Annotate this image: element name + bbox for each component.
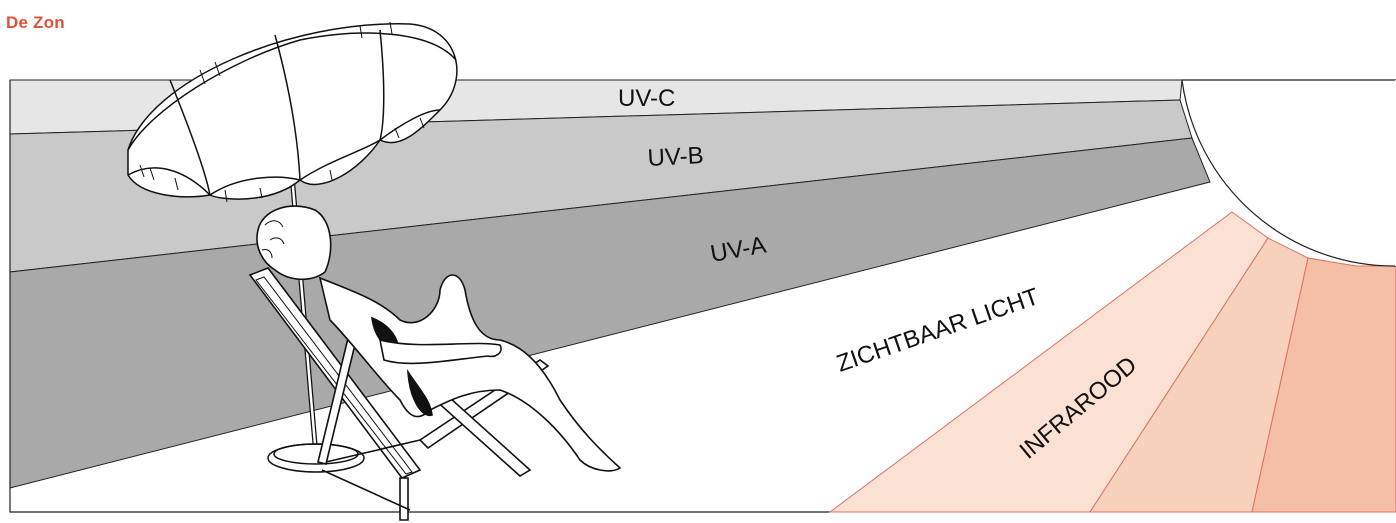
uv-b-label: UV-B <box>647 142 704 172</box>
woman-sunbathing-icon <box>248 205 622 521</box>
uv-c-label: UV-C <box>618 85 675 112</box>
visible-light-label: ZICHTBAAR LICHT <box>833 283 1043 378</box>
page-title: De Zon <box>6 13 65 32</box>
infrared-ray-3 <box>1251 257 1396 513</box>
sun-disc <box>1181 79 1396 267</box>
